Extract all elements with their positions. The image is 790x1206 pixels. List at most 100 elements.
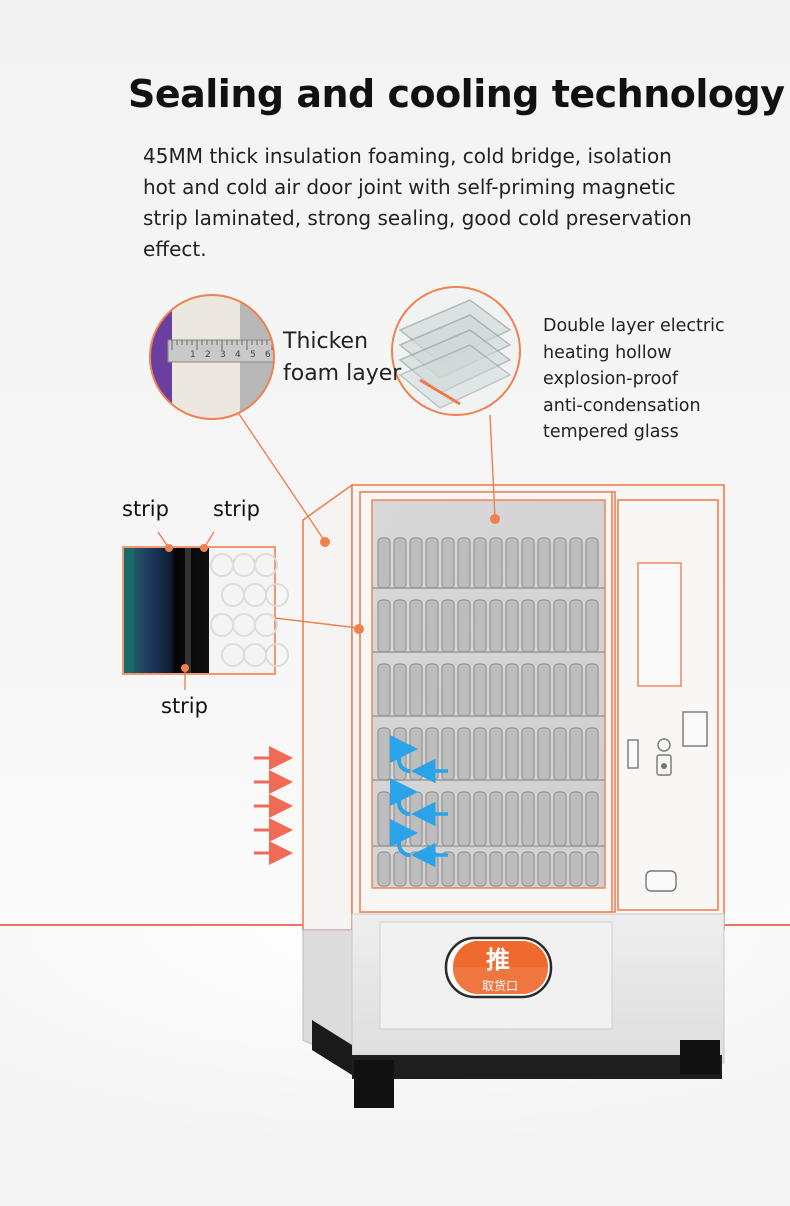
airflow-arrow-icon [389, 735, 448, 868]
product-item [425, 851, 439, 887]
product-item [425, 537, 439, 589]
bill-acceptor-icon [682, 711, 708, 747]
callout-leaders [157, 413, 496, 690]
product-item [441, 663, 455, 717]
coin-return-icon [645, 870, 677, 892]
product-item [441, 537, 455, 589]
glass-callout-line: heating hollow [543, 342, 672, 363]
foam-callout-line: foam layer [283, 361, 402, 386]
product-item [569, 599, 583, 653]
ruler-number: 2 [205, 350, 211, 360]
coin-slot-icon [656, 738, 672, 776]
foam-layer-callout: Thicken foam layer [283, 326, 401, 390]
product-item [457, 727, 471, 781]
foam-pointer-dot [320, 537, 330, 547]
product-item [521, 599, 535, 653]
product-item [457, 663, 471, 717]
ruler-number: 1 [190, 350, 196, 360]
ruler-number: 4 [235, 350, 241, 360]
pickup-door-label: 取货口 [482, 978, 518, 993]
product-item [393, 663, 407, 717]
product-item [553, 791, 567, 847]
product-item [425, 791, 439, 847]
glass-callout-line: anti-condensation [543, 395, 701, 416]
product-item [473, 727, 487, 781]
product-item [569, 663, 583, 717]
product-item [521, 791, 535, 847]
product-item [441, 791, 455, 847]
product-item [569, 727, 583, 781]
pickup-door-char: 推 [486, 946, 510, 974]
product-item [569, 537, 583, 589]
product-item [585, 727, 599, 781]
product-item [409, 791, 423, 847]
product-item [377, 537, 391, 589]
foam-layer-closeup [149, 294, 275, 420]
product-item [521, 663, 535, 717]
page-title: Sealing and cooling technology [128, 72, 785, 116]
product-item [377, 727, 391, 781]
product-item [457, 851, 471, 887]
product-item [505, 663, 519, 717]
cold-loop-arrow [389, 735, 418, 773]
touch-screen [637, 562, 682, 687]
product-item [473, 663, 487, 717]
product-item [473, 791, 487, 847]
product-item [473, 851, 487, 887]
glass-pointer-dot [490, 514, 500, 524]
product-item [393, 537, 407, 589]
product-item [441, 851, 455, 887]
product-item [569, 851, 583, 887]
description-line: strip laminated, strong sealing, good co… [143, 206, 692, 230]
glass-callout-line: tempered glass [543, 422, 679, 442]
glass-callout-line: Double layer electric [543, 316, 725, 336]
product-item [457, 791, 471, 847]
product-item [441, 727, 455, 781]
cold-loop-arrow [389, 819, 418, 857]
bubble [265, 583, 289, 607]
product-item [377, 663, 391, 717]
product-item [441, 599, 455, 653]
product-item [489, 537, 503, 589]
product-item [377, 599, 391, 653]
product-item [489, 791, 503, 847]
product-item [409, 663, 423, 717]
product-item [489, 663, 503, 717]
product-shelves [372, 537, 605, 887]
product-item [537, 851, 551, 887]
strip-label-bottom: strip [161, 694, 208, 718]
product-item [585, 663, 599, 717]
heat-arrow-icon [254, 746, 293, 865]
strip-label-right: strip [213, 497, 260, 521]
product-item [521, 537, 535, 589]
product-item [505, 537, 519, 589]
ruler-number: 3 [220, 350, 226, 360]
bubble [265, 643, 289, 667]
product-item [425, 663, 439, 717]
page-description: 45MM thick insulation foaming, cold brid… [143, 141, 788, 265]
tempered-glass-closeup [391, 286, 521, 416]
card-reader-icon [627, 739, 639, 769]
product-item [409, 851, 423, 887]
product-item [473, 599, 487, 653]
pickup-door[interactable] [444, 936, 553, 999]
product-item [537, 663, 551, 717]
product-item [537, 727, 551, 781]
product-item [569, 791, 583, 847]
cold-loop-arrow [389, 778, 418, 816]
product-item [473, 537, 487, 589]
product-item [505, 599, 519, 653]
product-item [553, 599, 567, 653]
product-item [393, 599, 407, 653]
strip-pointer-dot [354, 624, 364, 634]
product-item [553, 663, 567, 717]
glass-callout: Double layer electric heating hollow exp… [543, 313, 725, 446]
description-line: effect. [143, 237, 207, 261]
product-item [537, 791, 551, 847]
product-item [521, 851, 535, 887]
ruler-number: 5 [250, 350, 256, 360]
glass-pane-icon [398, 299, 512, 409]
magnetic-strip-closeup [122, 544, 289, 675]
